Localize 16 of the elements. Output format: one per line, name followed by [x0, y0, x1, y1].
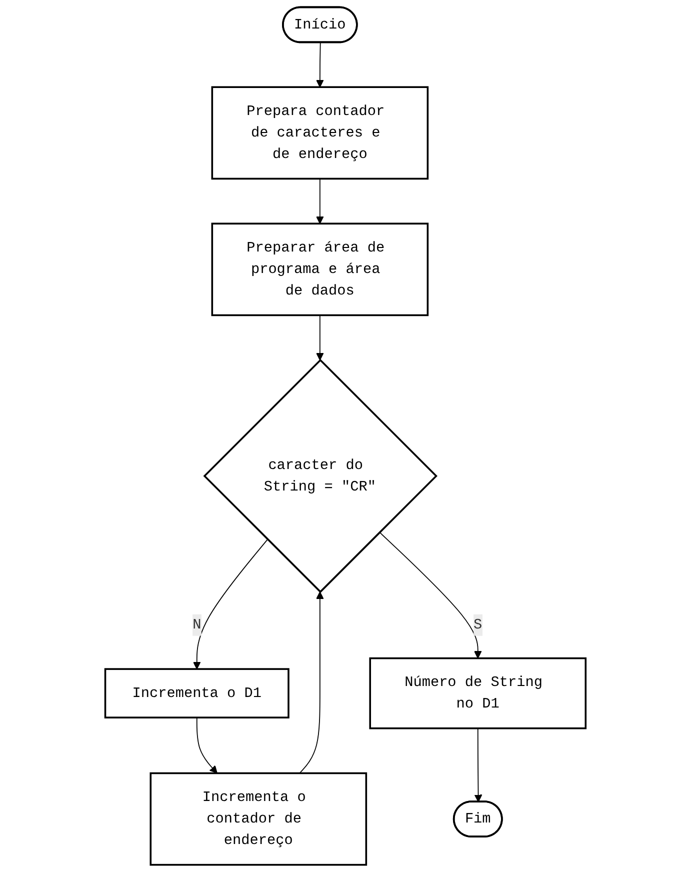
arrow [474, 728, 482, 802]
arrow [299, 591, 324, 774]
arrow [316, 178, 324, 224]
node-box: Número de String no D1 [369, 657, 587, 730]
node-box: Prepara contador de caracteres e de endereço [211, 86, 429, 180]
node-box: Incrementa o contador de endereço [150, 772, 368, 866]
edge-label: S [474, 616, 482, 634]
node-box: Incrementa o D1 [104, 668, 290, 718]
arrow [192, 538, 268, 670]
arrow [196, 717, 218, 774]
edge-label: N [192, 616, 202, 634]
arrow [316, 314, 324, 360]
arrow [316, 42, 324, 88]
node-box: Preparar área de programa e área de dados [211, 222, 429, 316]
node-diamond: caracter do String = "CR" [203, 358, 438, 594]
arrow [379, 532, 482, 659]
